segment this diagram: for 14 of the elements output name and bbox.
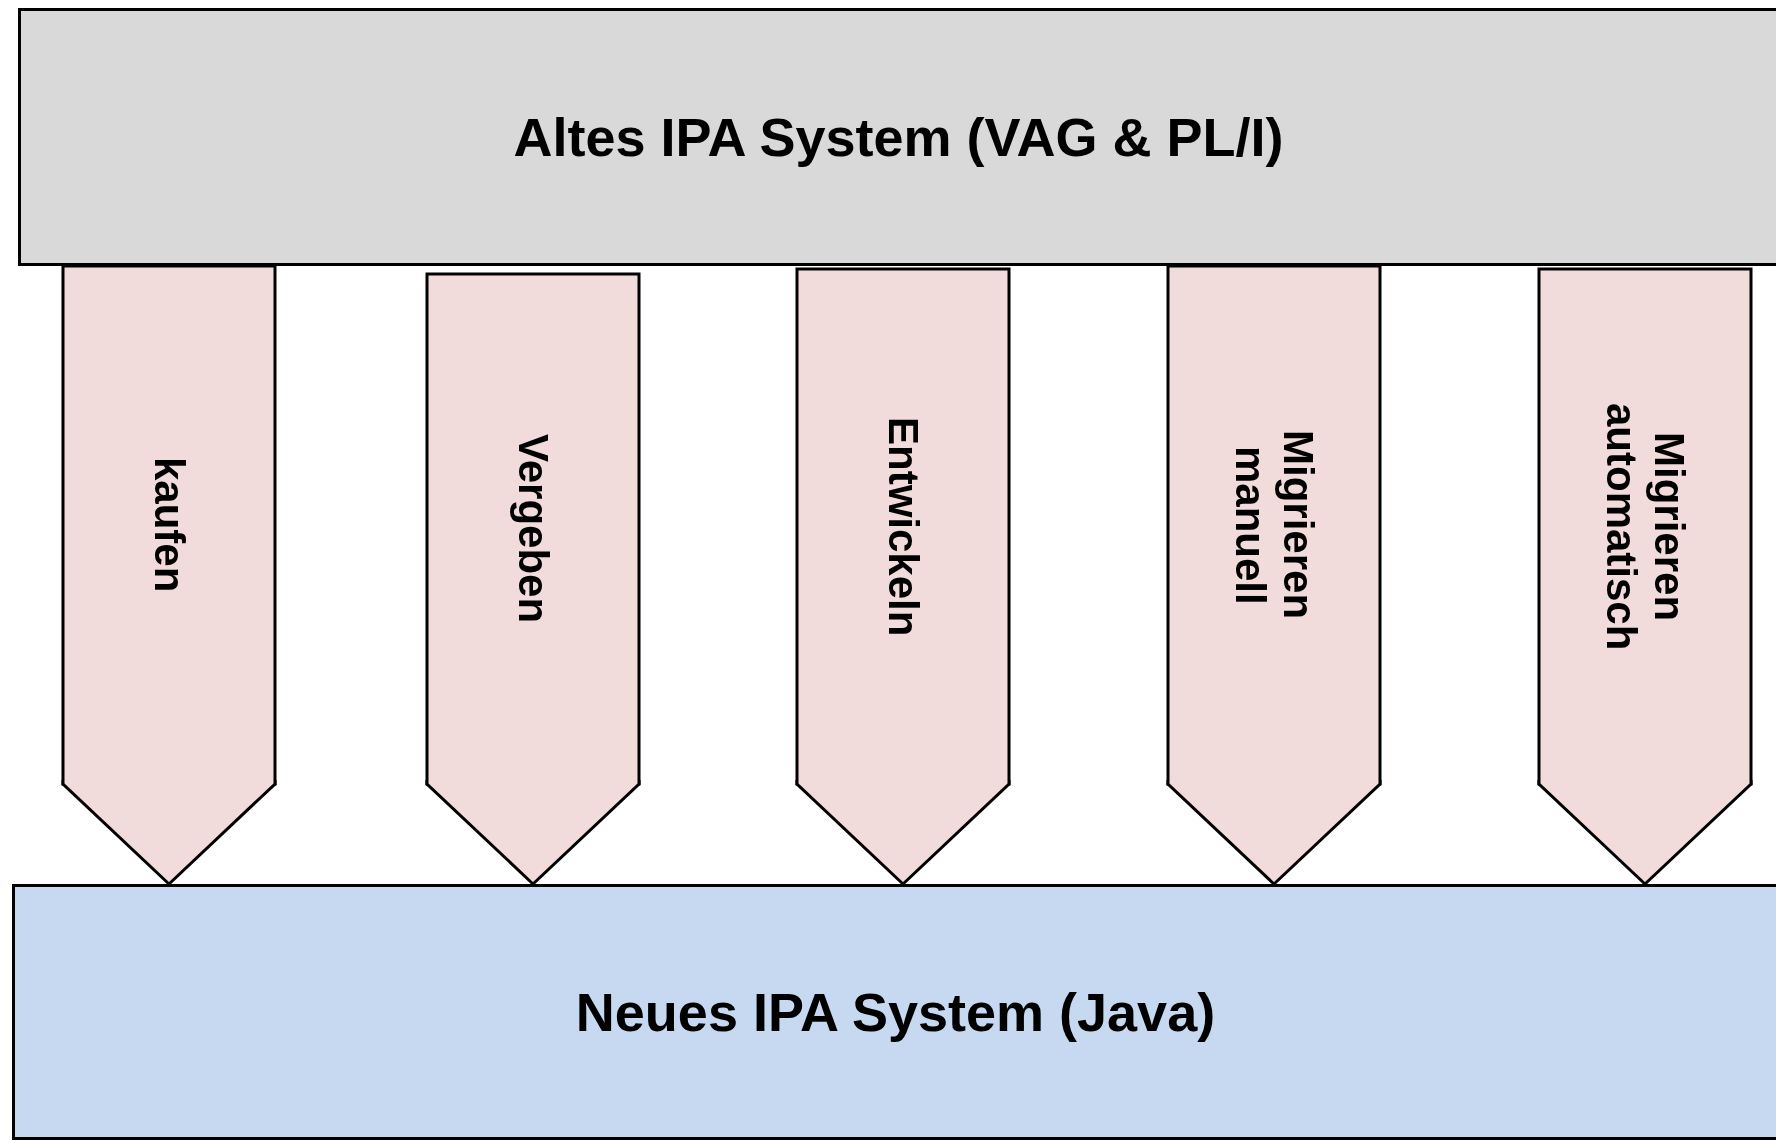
edge-label: Entwickeln (879, 416, 928, 637)
system-band (18, 8, 1776, 266)
block-arrow (425, 272, 641, 886)
block-arrow (1537, 267, 1753, 886)
edge-label: Migrieren manuell (1226, 429, 1323, 622)
system-title: Altes IPA System (VAG & PL/I) (513, 106, 1284, 168)
system-title: Neues IPA System (Java) (575, 981, 1216, 1043)
system-band (12, 884, 1776, 1140)
block-arrow (61, 264, 277, 886)
edge-label: kaufen (145, 457, 194, 593)
block-arrow (795, 267, 1011, 886)
edge-label: Migrieren automatisch (1597, 401, 1694, 653)
edge-label: Vergeben (509, 434, 558, 624)
block-arrow (1166, 264, 1382, 886)
